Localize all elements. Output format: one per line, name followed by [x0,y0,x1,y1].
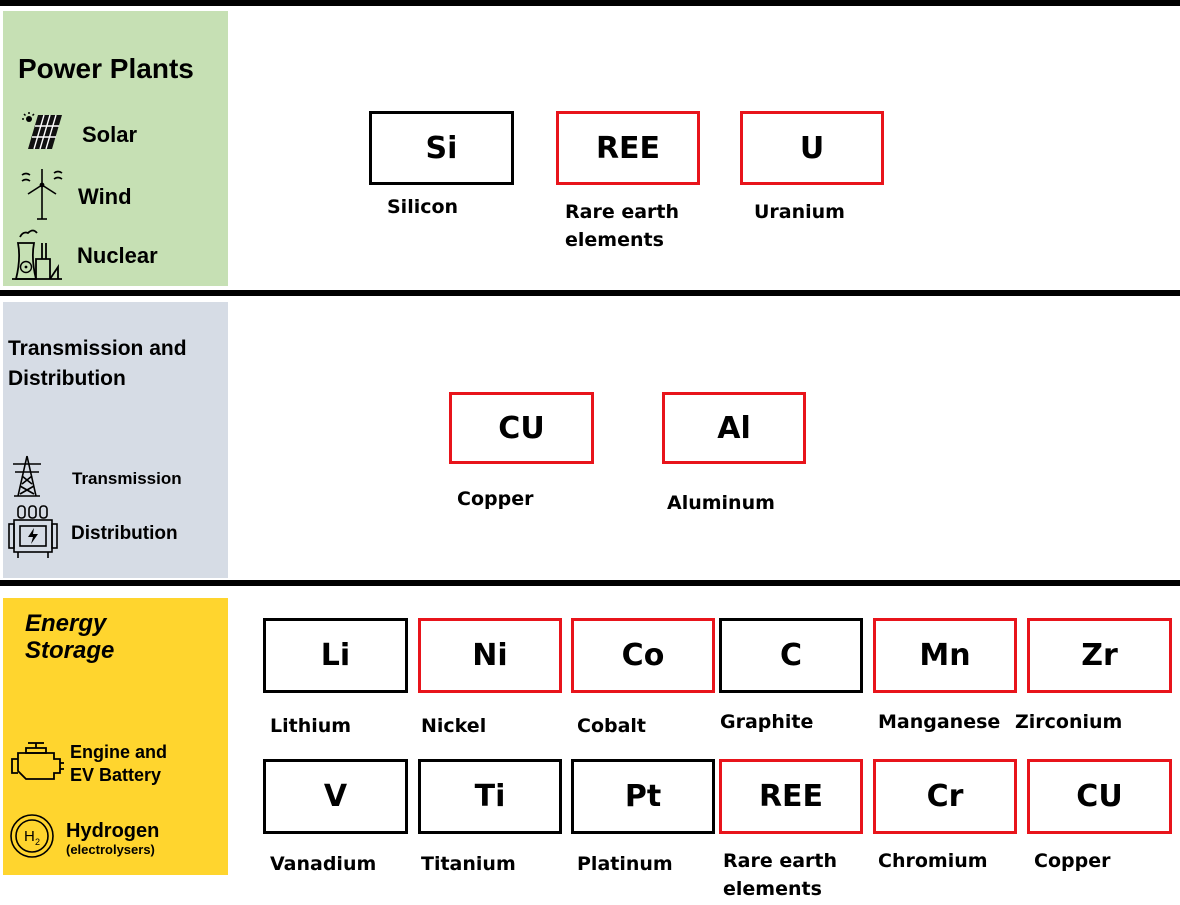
category-label: Wind [78,183,132,209]
hydrogen-icon: H 2 [8,812,56,865]
transmission-tower-icon [10,454,44,503]
transmission-title: Transmission and Distribution [8,337,187,390]
category-wind: Wind [20,167,132,226]
element-name-rare-earth: Rare earth elements [565,201,680,251]
element-name-cobalt: Cobalt [577,715,647,737]
hydrogen-label-group: Hydrogen (electrolysers) [66,820,159,858]
element-name-graphite: Graphite [720,711,814,733]
element-name-lithium: Lithium [270,715,352,737]
element-name-copper: Copper [457,488,534,510]
category-solar: Solar [20,111,137,158]
element-name-manganese: Manganese [878,711,1001,733]
solar-panel-icon [20,111,68,158]
engine-icon [8,739,66,788]
category-engine-battery: Engine and EV Battery [8,739,167,788]
element-box-zr: Zr [1027,618,1172,693]
element-name-aluminum: Aluminum [667,492,775,514]
category-distribution: Distribution [6,502,178,565]
element-box-mn: Mn [873,618,1017,693]
energy-storage-title: Energy Storage [25,610,115,664]
svg-text:2: 2 [35,837,40,847]
divider-transmission-storage [0,580,1180,586]
energy-storage-panel: Energy Storage Engine and EV Battery H [3,598,228,875]
category-hydrogen: H 2 Hydrogen (electrolysers) [8,812,159,865]
element-box-cu: CU [449,392,594,464]
element-box-u: U [740,111,884,185]
element-name-copper-storage: Copper [1034,850,1111,872]
element-box-ti: Ti [418,759,562,834]
element-box-si: Si [369,111,514,185]
element-name-zirconium: Zirconium [1015,711,1123,733]
power-plants-panel: Power Plants Solar [3,11,228,286]
category-label: Nuclear [77,242,158,268]
element-name-titanium: Titanium [421,853,516,875]
element-box-pt: Pt [571,759,715,834]
element-name-rare-earth-storage: Rare earth elements [723,850,838,900]
element-box-cu-storage: CU [1027,759,1172,834]
element-box-c: C [719,618,863,693]
transmission-panel: Transmission and Distribution Transmissi… [3,302,228,578]
category-label: Hydrogen [66,819,160,842]
nuclear-plant-icon [10,225,64,286]
category-label: Transmission [72,468,182,488]
element-box-ree: REE [556,111,700,185]
divider-power-transmission [0,290,1180,296]
element-box-co: Co [571,618,715,693]
category-label: Solar [82,121,138,147]
svg-text:H: H [24,828,35,845]
element-name-nickel: Nickel [421,715,487,737]
element-name-chromium: Chromium [878,850,988,872]
element-box-ni: Ni [418,618,562,693]
element-box-ree-storage: REE [719,759,863,834]
element-name-vanadium: Vanadium [270,853,377,875]
category-nuclear: Nuclear [10,225,158,286]
transformer-icon [6,502,60,565]
element-name-platinum: Platinum [577,853,673,875]
wind-turbine-icon [20,167,64,226]
category-label: Distribution [71,522,178,544]
element-name-silicon: Silicon [387,196,459,218]
category-transmission: Transmission [10,454,182,503]
category-sublabel: (electrolysers) [66,841,155,857]
element-box-cr: Cr [873,759,1017,834]
element-box-v: V [263,759,408,834]
top-divider [0,0,1180,6]
element-box-al: Al [662,392,806,464]
element-name-uranium: Uranium [754,201,845,223]
category-label: Engine and EV Battery [70,741,168,785]
power-plants-title: Power Plants [18,53,194,84]
element-box-li: Li [263,618,408,693]
